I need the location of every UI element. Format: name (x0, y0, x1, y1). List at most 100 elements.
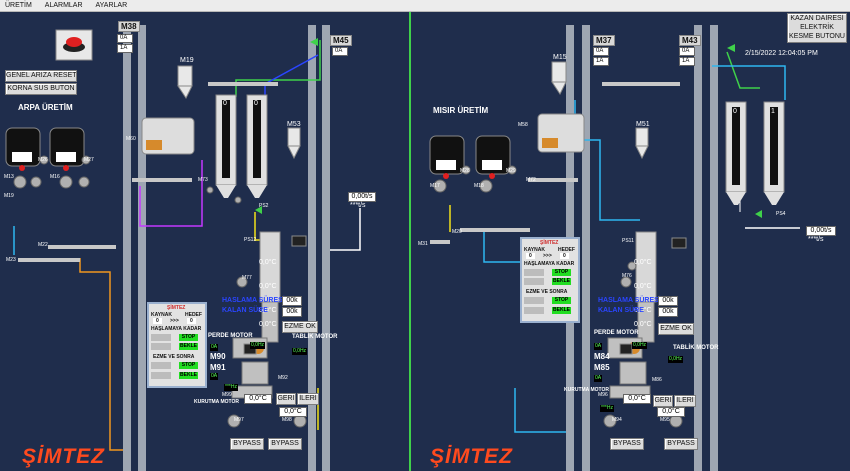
tag-m99: M99 (222, 392, 232, 398)
m85-current: 0A (594, 375, 603, 382)
silo-1-value: 0 (223, 100, 227, 107)
machine-m37-label: M37 (593, 35, 615, 46)
kurutma-motor-label-right: KURUTMA MOTOR (564, 387, 609, 393)
process-panel-right: ŞİMTEZ KAYNAK HEDEF 0 >>> 0 HAŞLAMAYA KA… (520, 237, 580, 323)
panel-wait-button-1[interactable]: BEKLE (179, 343, 198, 350)
m38-amp-a: 0A (117, 34, 133, 43)
panel-ezme-state-1 (151, 362, 171, 369)
panel-source-label: KAYNAK (524, 247, 545, 253)
menu-item-alarmlar[interactable]: ALARMLAR (44, 2, 83, 9)
perde-frequency-right: 0,0Hz (632, 342, 648, 349)
ezme-ok-button-left[interactable]: EZME OK (282, 321, 318, 333)
tag-m97: M97 (234, 417, 244, 423)
tag-m27: M27 (84, 157, 94, 163)
boiler-power-cut-button[interactable]: KAZAN DAİRESİ ELEKTRİK KESME BUTONU (787, 13, 847, 43)
process-panel-left: ŞİMTEZ KAYNAK HEDEF 0 >>> 0 HAŞLAMAYA KA… (147, 302, 207, 388)
tag-m13: M13 (4, 174, 14, 180)
m84-current: 0A (594, 343, 603, 350)
bypass-button-left-2[interactable]: BYPASS (268, 438, 302, 450)
silo-2-value: 0 (254, 100, 258, 107)
tag-m31: M31 (418, 241, 428, 247)
tag-m19b: M19 (4, 193, 14, 199)
menu-bar: ÜRETİM ALARMLAR AYARLAR (0, 0, 850, 12)
haslama-time-label-left: HASLAMA SÜRESİ (222, 297, 285, 304)
panel-wait-button-2[interactable]: BEKLE (552, 307, 571, 314)
panel-haslama-label: HAŞLAMAYA KADAR (151, 326, 202, 332)
m43-amp-b: 1A (679, 57, 695, 66)
panel-wait-button-1[interactable]: BEKLE (552, 278, 571, 285)
m91-label: M91 (210, 363, 226, 372)
machine-m45-label: M45 (330, 35, 352, 46)
panel-target-value: 0 (187, 318, 196, 324)
tablik-frequency-left: 0,0Hz (292, 348, 308, 355)
tablik-motor-label-left: TABLİK MOTOR (292, 334, 338, 340)
tag-ps11: PS11 (622, 238, 634, 244)
misir-section-title: MISIR ÜRETİM (433, 106, 489, 115)
panel-stop-button-2[interactable]: STOP (179, 362, 198, 369)
temp-right-2: 0,0°C (634, 283, 652, 290)
bypass-button-right-2[interactable]: BYPASS (664, 438, 698, 450)
bypass-button-right-1[interactable]: BYPASS (610, 438, 644, 450)
m85-label: M85 (594, 363, 610, 372)
tag-m28: M28 (460, 168, 470, 174)
m43-amp-a: 0A (679, 47, 695, 56)
panel-haslama-label: HAŞLAMAYA KADAR (524, 261, 575, 267)
kurutma-hz-left: ***Hz (224, 384, 238, 391)
remaining-time-right: 00k (658, 307, 678, 317)
panel-stop-button-2[interactable]: STOP (552, 297, 571, 304)
temp-left-1: 0,0°C (259, 259, 277, 266)
panel-wait-button-2[interactable]: BEKLE (179, 372, 198, 379)
tag-m58: M58 (518, 122, 528, 128)
tablik-motor-label-right: TABLİK MOTOR (673, 345, 719, 351)
tag-m60: M60 (126, 136, 136, 142)
bottom-temp-left-1: 0,0°C (244, 394, 272, 404)
process-diagram (5, 12, 800, 471)
panel-source-label: KAYNAK (151, 312, 172, 318)
perde-motor-label-left: PERDE MOTOR (208, 333, 253, 339)
horn-mute-button[interactable]: KORNA SUS BUTON (5, 83, 77, 95)
alarm-button[interactable] (56, 30, 92, 60)
tag-m23: M23 (6, 257, 16, 263)
remaining-time-left: 00k (282, 307, 302, 317)
bottom-temp-right-2: 0,0°C (657, 407, 685, 417)
m90-current: 0A (210, 344, 219, 351)
reverse-button-right[interactable]: GERİ (653, 395, 673, 407)
panel-ezme-state-1 (524, 297, 544, 304)
forward-button-right[interactable]: İLERİ (674, 395, 696, 407)
simtez-logo-left: ŞİMTEZ (22, 445, 105, 468)
panel-ezme-state-2 (524, 307, 544, 314)
menu-item-ayarlar[interactable]: AYARLAR (95, 2, 128, 9)
flow-rate-right: 0,00t/s (806, 226, 836, 236)
panel-haslama-state-2 (524, 278, 544, 285)
datetime-display: 2/15/2022 12:04:05 PM (745, 50, 818, 57)
flow-unit-left: ***t/s (350, 202, 366, 209)
panel-ezme-label: EZME VE SONRA (153, 354, 195, 360)
tag-m96: M96 (598, 392, 608, 398)
ezme-ok-button-right[interactable]: EZME OK (658, 323, 694, 335)
tablik-frequency-right: 0,0Hz (668, 356, 684, 363)
panel-haslama-state-1 (524, 269, 544, 276)
m38-amp-b: 1A (117, 44, 133, 53)
tag-m22: M22 (38, 242, 48, 248)
panel-source-value: 0 (153, 318, 162, 324)
tag-m95: M95 (660, 417, 670, 423)
bypass-button-left-1[interactable]: BYPASS (230, 438, 264, 450)
tag-m16: M16 (50, 174, 60, 180)
silo-3-value: 0 (733, 108, 737, 115)
forward-button-left[interactable]: İLERİ (297, 393, 319, 405)
panel-brand: ŞİMTEZ (540, 240, 559, 246)
reverse-button-left[interactable]: GERİ (276, 393, 296, 405)
panel-ezme-state-2 (151, 372, 171, 379)
tag-m98: M98 (282, 417, 292, 423)
tag-m29: M29 (506, 168, 516, 174)
panel-stop-button-1[interactable]: STOP (179, 334, 198, 341)
panel-target-label: HEDEF (558, 247, 575, 253)
panel-arrow: >>> (170, 318, 179, 324)
panel-stop-button-1[interactable]: STOP (552, 269, 571, 276)
menu-item-uretim[interactable]: ÜRETİM (5, 2, 32, 9)
m37-amp-a: 0A (593, 47, 609, 56)
tag-m72: M72 (526, 177, 536, 183)
machine-m38-label: M38 (118, 21, 140, 32)
general-fault-reset-button[interactable]: GENEL ARIZA RESET (5, 70, 77, 82)
remaining-time-label-right: KALAN SÜRE (598, 307, 644, 314)
